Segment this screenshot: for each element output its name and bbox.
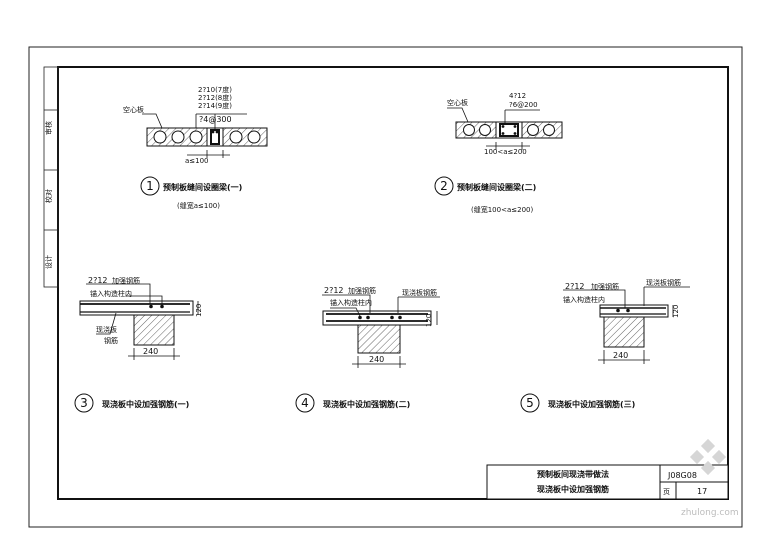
detail5-slab — [599, 304, 669, 318]
detail5-number: 5 — [526, 396, 534, 410]
detail4-number-circle — [295, 393, 315, 413]
detail1-number-circle — [140, 176, 160, 196]
detail1-note: (缝宽a≤100) — [177, 201, 220, 210]
detail1-stirrup: ?4@300 — [199, 115, 232, 124]
detail4-rebar: 2?12 — [324, 286, 344, 295]
strip-item-1: 审核 — [44, 121, 53, 135]
detail5-number-circle — [520, 393, 540, 413]
watermark-logo-icon — [689, 438, 727, 476]
detail4-caption: 现浇板中设加强钢筋(二) — [323, 399, 410, 409]
detail1-rebar-3: 2?14(9度) — [198, 101, 232, 110]
detail2-slab-label: 空心板 — [447, 98, 468, 107]
hollow-slab-left — [146, 127, 208, 147]
title-line-2: 现浇板中设加强钢筋 — [537, 484, 609, 494]
detail-1: 空心板 2?10(7度) 2?12(8度) 2?14(9度) ?4@300 a≤… — [123, 85, 268, 210]
title-block: 预制板间现浇带做法 现浇板中设加强钢筋 J08G08 页 17 — [486, 464, 729, 500]
detail3-slab-label: 现浇板 — [96, 325, 117, 334]
hollow-slab-right-2 — [521, 121, 563, 139]
detail2-caption: 预制板缝间设圈梁(二) — [457, 182, 536, 192]
outer-border — [28, 46, 743, 528]
detail5-rebar-note: 加强钢筋 — [591, 282, 619, 291]
detail4-anchor: 锚入构造柱内 — [330, 298, 372, 307]
detail-3: 2?12 加强钢筋 锚入构造柱内 现浇板 钢筋 120 240 3 现浇板中设加… — [74, 276, 203, 413]
detail5-rebar: 2?12 — [565, 282, 585, 291]
detail1-number: 1 — [146, 179, 154, 193]
watermark: zhulong.com — [681, 438, 739, 518]
detail4-rebar-note: 加强钢筋 — [348, 286, 376, 295]
strip-item-3: 设计 — [44, 255, 53, 269]
detail2-number: 2 — [440, 179, 448, 193]
detail4-slab-rebar: 现浇板钢筋 — [402, 288, 437, 297]
page-number: 17 — [697, 487, 707, 496]
detail1-rebar-2: 2?12(8度) — [198, 93, 232, 102]
watermark-text: zhulong.com — [681, 508, 739, 518]
detail3-slab-rebar: 钢筋 — [104, 336, 118, 345]
detail-4: 2?12 加强钢筋 现浇板钢筋 锚入构造柱内 120 240 4 现浇板中设加强… — [295, 286, 440, 413]
detail3-caption: 现浇板中设加强钢筋(一) — [102, 399, 189, 409]
detail3-rebar-note: 加强钢筋 — [112, 276, 140, 285]
binding-strip: 审核 校对 设计 — [43, 66, 59, 288]
detail3-rebar: 2?12 — [88, 276, 108, 285]
page-label: 页 — [663, 488, 670, 496]
detail2-gap: 100<a≤200 — [484, 148, 527, 156]
detail-2: 空心板 4?12 ?6@200 100<a≤200 2 预制板缝间设圈梁(二) … — [434, 92, 563, 214]
detail1-caption: 预制板缝间设圈梁(一) — [163, 182, 242, 192]
detail3-number-circle — [74, 393, 94, 413]
hollow-slab-right — [222, 127, 268, 147]
hollow-slab-left-2 — [455, 121, 497, 139]
detail1-rebar-1: 2?10(7度) — [198, 85, 232, 94]
detail-5: 2?12 加强钢筋 现浇板钢筋 锚入构造柱内 120 240 5 现浇板中设加强… — [520, 278, 690, 413]
detail4-width: 240 — [369, 355, 384, 364]
detail2-stirrup: ?6@200 — [509, 101, 538, 109]
detail4-wall — [357, 324, 401, 354]
title-line-1: 预制板间现浇带做法 — [537, 469, 609, 479]
detail3-width: 240 — [143, 347, 158, 356]
ring-beam-1 — [206, 127, 224, 147]
detail5-width: 240 — [613, 351, 628, 360]
detail4-thk: 120 — [425, 314, 433, 327]
detail1-gap: a≤100 — [185, 157, 209, 165]
ring-beam-2 — [495, 121, 523, 139]
detail5-caption: 现浇板中设加强钢筋(三) — [548, 399, 635, 409]
detail4-number: 4 — [301, 396, 309, 410]
detail3-thk: 120 — [195, 304, 203, 317]
detail2-number-circle — [434, 176, 454, 196]
strip-item-2: 校对 — [44, 189, 53, 203]
detail3-anchor: 锚入构造柱内 — [90, 289, 132, 298]
detail5-anchor: 锚入构造柱内 — [563, 295, 605, 304]
detail3-wall — [133, 314, 175, 346]
detail2-note: (缝宽100<a≤200) — [471, 205, 533, 214]
detail1-slab-label: 空心板 — [123, 105, 144, 114]
detail5-slab-rebar: 现浇板钢筋 — [646, 278, 681, 287]
detail3-number: 3 — [80, 396, 88, 410]
detail2-rebar: 4?12 — [509, 92, 526, 100]
drawing-number: J08G08 — [667, 471, 697, 480]
detail5-wall — [603, 316, 645, 348]
detail5-thk: 120 — [672, 305, 680, 318]
